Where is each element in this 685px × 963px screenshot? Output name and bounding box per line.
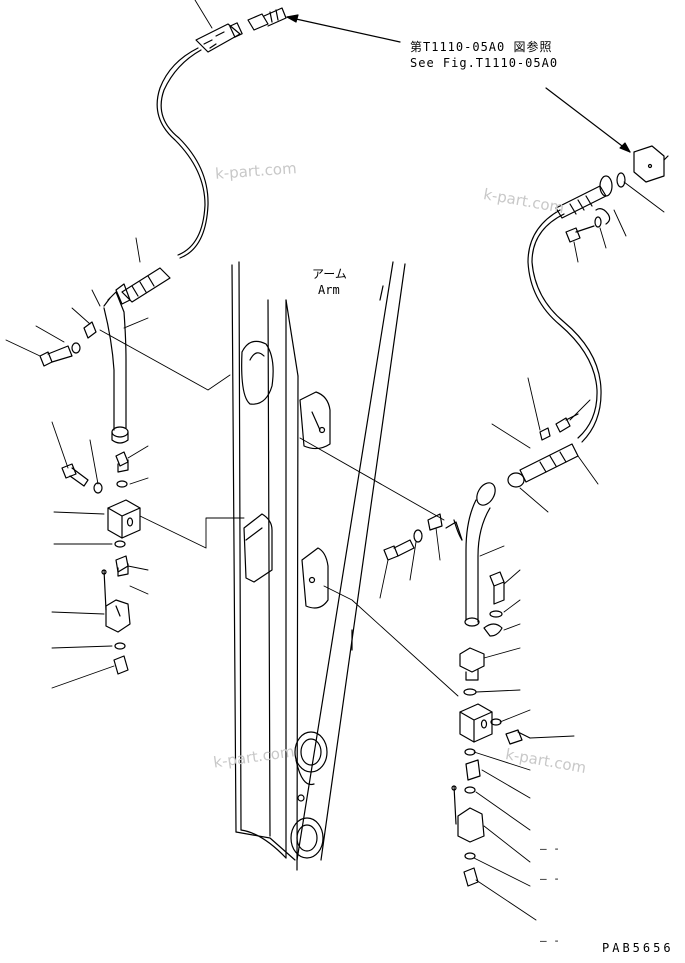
right-stack — [451, 647, 531, 887]
left-stack — [61, 451, 141, 675]
right-hose — [527, 209, 602, 443]
right-pipe — [445, 482, 496, 627]
arm-clamp-plate-1 — [299, 391, 331, 450]
arm-body — [231, 261, 406, 871]
unlabeled-mark: – - — [540, 934, 560, 947]
reference-arrow-top — [286, 14, 401, 43]
reference-arrow-right — [545, 87, 631, 153]
reference-label-japanese: 第T1110-05A0 図参照 — [410, 40, 553, 54]
left-bolt-upper — [39, 321, 97, 367]
right-plate — [633, 145, 669, 183]
top-hose — [156, 47, 209, 259]
right-mid-bolt — [383, 513, 443, 561]
top-hose-fitting — [195, 22, 243, 53]
arm-clamp-plate-2 — [301, 547, 329, 609]
arm-label-english: Arm — [318, 283, 340, 297]
top-adapter — [247, 7, 287, 31]
left-hose-fitting — [115, 267, 171, 305]
unlabeled-mark: – - — [540, 842, 560, 855]
left-pipe — [103, 291, 129, 444]
leader-lines — [5, 0, 665, 921]
arm-pin-boss — [290, 731, 328, 859]
right-pipe-bolts — [483, 571, 505, 637]
right-lower-fitting — [507, 413, 579, 488]
reference-label-english: See Fig.T1110-05A0 — [410, 56, 559, 70]
drawing-code: PAB5656 — [602, 941, 674, 955]
unlabeled-mark: – - — [540, 872, 560, 885]
arm-label-japanese: アーム — [312, 267, 347, 281]
arm-boss-mid — [243, 513, 273, 583]
arm-boss-upper — [241, 340, 274, 405]
right-upper-fitting — [555, 172, 626, 243]
